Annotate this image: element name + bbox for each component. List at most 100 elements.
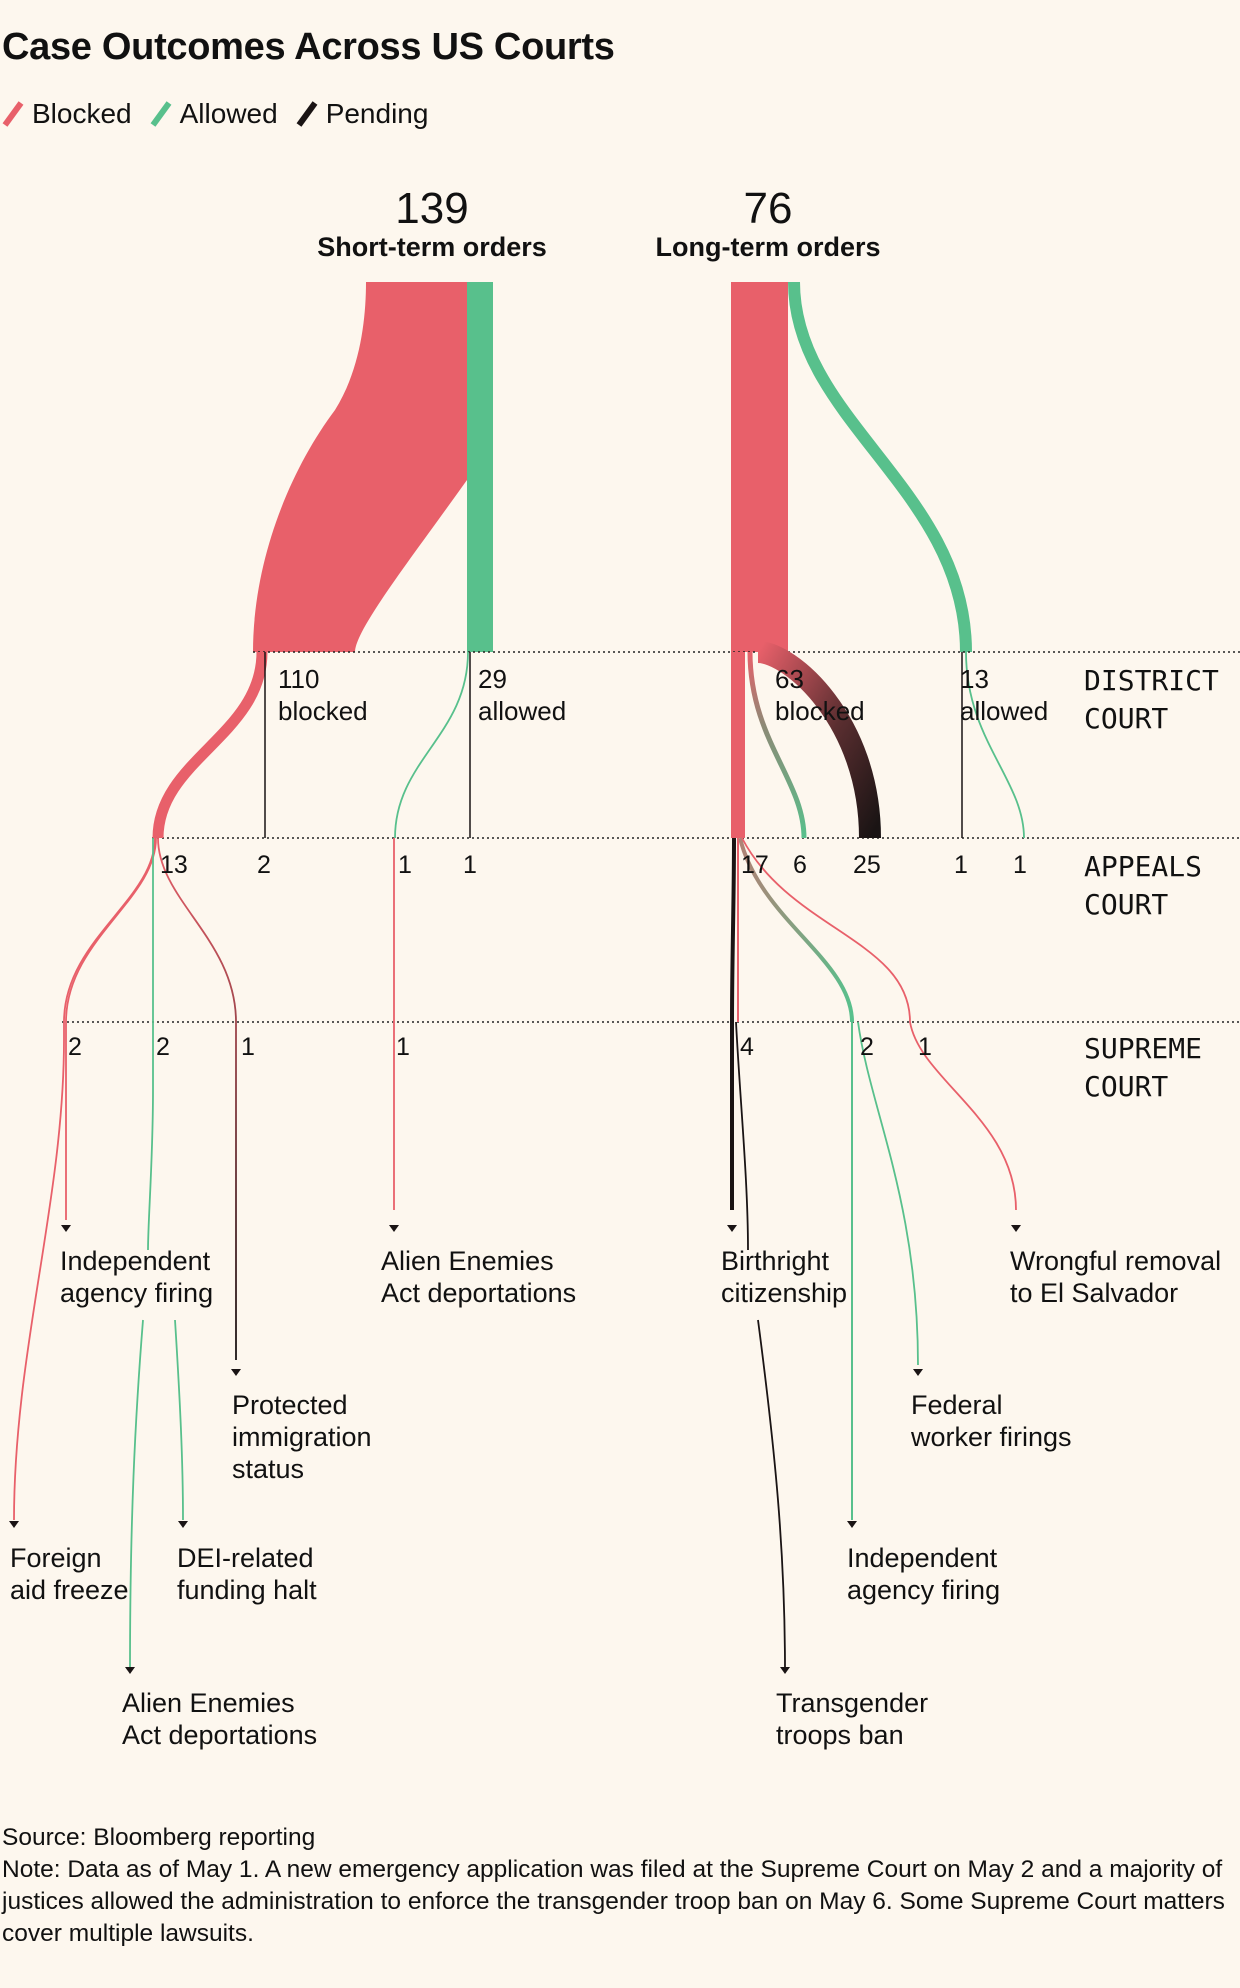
supreme-count-2c: 2	[860, 1033, 874, 1061]
flow-short-allowed-to-appeals-1	[394, 651, 469, 839]
flow-diagram: 139 Short-term orders 76 Long-term order…	[9, 184, 1240, 1750]
arrow-independent-agency-icon	[61, 1225, 71, 1232]
outcome-federal-worker-1: Federal	[911, 1390, 1003, 1420]
outcome-alien-enemies-1-2: Act deportations	[381, 1278, 576, 1308]
district-st-allowed-word: allowed	[478, 696, 566, 726]
arrow-birthright-icon	[727, 1225, 737, 1232]
footer-note: Note: Data as of May 1. A new emergency …	[2, 1856, 1225, 1947]
appeals-court-label-2: COURT	[1084, 888, 1168, 921]
flow-long-blocked	[731, 282, 788, 652]
flow-to-birthright-dark	[730, 837, 736, 1210]
appeals-count-17: 17	[741, 851, 769, 879]
flow-appeals-to-independent-agency	[65, 837, 157, 1220]
outcome-alien-enemies-2-1: Alien Enemies	[122, 1688, 295, 1718]
footer-source: Source: Bloomberg reporting	[2, 1824, 316, 1851]
outcome-alien-enemies-1-1: Alien Enemies	[381, 1246, 554, 1276]
flow-long-allowed	[788, 281, 972, 653]
outcome-federal-worker-2: worker firings	[910, 1422, 1072, 1452]
short-term-label: Short-term orders	[317, 232, 547, 262]
legend-item-pending: Pending	[296, 98, 429, 130]
district-st-blocked-word: blocked	[278, 696, 368, 726]
flow-long-blocked-to-allowed-6	[747, 651, 807, 839]
appeals-count-1b: 1	[463, 851, 477, 879]
flow-to-transgender	[735, 1021, 786, 1671]
legend-item-allowed: Allowed	[150, 98, 278, 130]
flow-short-blocked	[253, 282, 467, 652]
chart-title: Case Outcomes Across US Courts	[2, 26, 615, 68]
appeals-count-1d: 1	[1013, 851, 1027, 879]
district-lt-blocked-word: blocked	[775, 696, 865, 726]
outcome-birthright-1: Birthright	[721, 1246, 830, 1276]
arrow-wrongful-removal-icon	[1011, 1225, 1021, 1232]
flow-long-blocked-to-appeals	[731, 652, 745, 838]
supreme-court-label-1: SUPREME	[1084, 1032, 1202, 1065]
district-st-blocked-count: 110	[278, 664, 319, 694]
flow-appeals-to-wrongful-removal	[741, 837, 1017, 1211]
supreme-count-2b: 2	[156, 1033, 170, 1061]
outcome-protected-status-2: immigration	[232, 1422, 372, 1452]
outcome-foreign-aid-1: Foreign	[10, 1543, 102, 1573]
arrow-dei-funding-icon	[178, 1521, 188, 1528]
flow-appeals-to-protected-status	[157, 837, 237, 1360]
outcome-dei-funding-2: funding halt	[177, 1575, 317, 1605]
supreme-count-2a: 2	[68, 1033, 82, 1061]
legend-label-pending: Pending	[325, 98, 429, 129]
outcome-transgender-1: Transgender	[776, 1688, 928, 1718]
long-term-count: 76	[744, 184, 793, 233]
appeals-count-2: 2	[257, 851, 271, 879]
flow-to-alien-enemies-2	[129, 1319, 144, 1671]
arrow-protected-status-icon	[231, 1369, 241, 1376]
outcome-alien-enemies-2-2: Act deportations	[122, 1720, 317, 1750]
legend-swatch-blocked-icon	[2, 101, 24, 127]
supreme-count-4: 4	[740, 1033, 754, 1061]
outcome-independent-agency-2-1: Independent	[847, 1543, 998, 1573]
district-st-allowed-count: 29	[478, 664, 507, 694]
outcome-protected-status-1: Protected	[232, 1390, 348, 1420]
legend-swatch-pending-icon	[296, 101, 318, 127]
outcome-foreign-aid-2: aid freeze	[10, 1575, 129, 1605]
arrow-foreign-aid-icon	[9, 1521, 19, 1528]
flow-short-blocked-to-appeals	[152, 651, 268, 839]
outcome-wrongful-removal-2: to El Salvador	[1010, 1278, 1178, 1308]
outcome-independent-agency-1: Independent	[60, 1246, 211, 1276]
legend: Blocked Allowed Pending	[2, 98, 446, 130]
flow-short-allowed	[467, 282, 493, 652]
supreme-count-1b: 1	[396, 1033, 410, 1061]
arrow-transgender-icon	[780, 1667, 790, 1674]
flow-appeals-to-independent-agency-2	[738, 837, 854, 1023]
flow-to-dei-funding	[174, 1319, 184, 1521]
flow-long-blocked-to-pending-25	[756, 641, 881, 839]
outcome-protected-status-3: status	[232, 1454, 304, 1484]
flow-appeals-to-foreign-aid	[13, 837, 156, 1521]
outcome-birthright-2: citizenship	[721, 1278, 847, 1308]
outcome-independent-agency-2-2: agency firing	[847, 1575, 1000, 1605]
appeals-count-6: 6	[793, 851, 807, 879]
flow-to-federal-worker	[857, 1021, 919, 1366]
flow-long-allowed-to-appeals-1	[965, 651, 1025, 839]
supreme-count-1a: 1	[241, 1033, 255, 1061]
outcome-transgender-2: troops ban	[776, 1720, 904, 1750]
arrowheads	[9, 1225, 1021, 1674]
district-lt-allowed-count: 13	[960, 664, 989, 694]
outcome-independent-agency-2: agency firing	[60, 1278, 213, 1308]
appeals-court-label-1: APPEALS	[1084, 850, 1202, 883]
footer: Source: Bloomberg reporting Note: Data a…	[2, 1822, 1227, 1950]
legend-label-blocked: Blocked	[32, 98, 132, 129]
appeals-count-13: 13	[160, 851, 188, 879]
district-court-label-1: DISTRICT	[1084, 664, 1219, 697]
outcome-wrongful-removal-1: Wrongful removal	[1010, 1246, 1221, 1276]
outcome-dei-funding-1: DEI-related	[177, 1543, 314, 1573]
long-term-label: Long-term orders	[655, 232, 880, 262]
flow-to-independent-agency-green	[147, 1022, 154, 1251]
district-court-label-2: COURT	[1084, 702, 1168, 735]
legend-swatch-allowed-icon	[150, 101, 172, 127]
appeals-count-1c: 1	[954, 851, 968, 879]
legend-item-blocked: Blocked	[2, 98, 132, 130]
appeals-count-1a: 1	[398, 851, 412, 879]
district-lt-allowed-word: allowed	[960, 696, 1048, 726]
arrow-independent-agency-2-icon	[847, 1521, 857, 1528]
appeals-count-25: 25	[853, 851, 881, 879]
arrow-alien-enemies-1-icon	[389, 1225, 399, 1232]
district-lt-blocked-count: 63	[775, 664, 804, 694]
